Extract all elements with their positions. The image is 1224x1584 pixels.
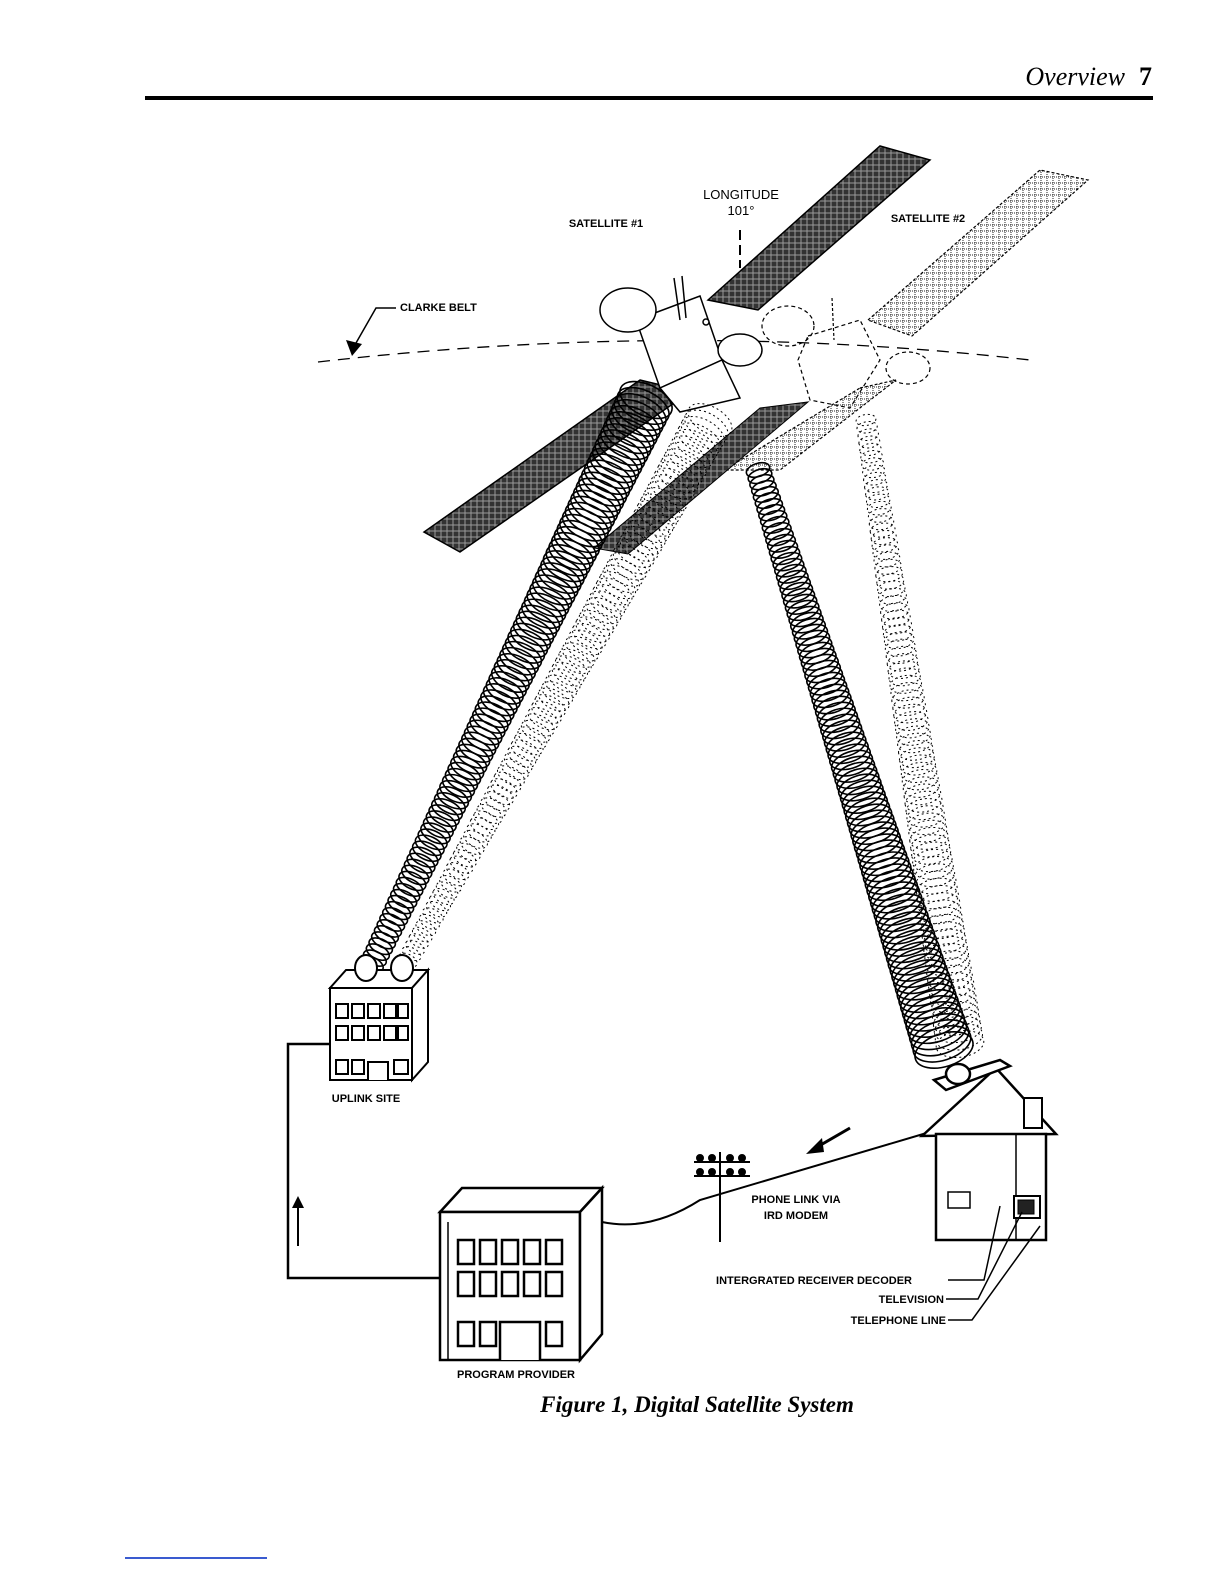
beam-coil [413, 918, 438, 939]
clarke-belt-label: CLARKE BELT [400, 302, 477, 314]
beam-coil [856, 420, 878, 434]
beam-coil [897, 738, 934, 762]
satellite-2-label: SATELLITE #2 [891, 213, 965, 225]
beam-coil [867, 507, 893, 524]
beam-coil [481, 788, 513, 815]
beam-coil [858, 435, 880, 450]
beam-coil [903, 782, 942, 807]
house [922, 1060, 1056, 1240]
beam-coil [545, 664, 584, 697]
satellite-1-label: SATELLITE #1 [569, 218, 643, 230]
beam-down-2 [855, 413, 985, 1061]
beam-coil [892, 702, 928, 725]
beam-coil [910, 839, 952, 866]
beam-coil [905, 803, 945, 829]
uplink-site-label: UPLINK SITE [332, 1093, 400, 1105]
beam-coil [907, 818, 948, 845]
beam-coil [437, 872, 464, 895]
beam-coil [914, 868, 958, 896]
beam-coil [876, 572, 905, 591]
beam-coil [907, 1013, 973, 1062]
television-label: TELEVISION [879, 1294, 944, 1306]
telephone-line-label: TELEPHONE LINE [851, 1315, 946, 1327]
beam-coil [895, 724, 932, 748]
beam-coil [565, 625, 607, 660]
beam-coil [909, 832, 951, 859]
longitude-label: LONGITUDE [703, 187, 779, 202]
beam-coil [568, 618, 610, 654]
beam-coil [538, 677, 577, 710]
beam-coil [427, 892, 453, 914]
beam-coil [855, 413, 876, 427]
beam-coil [484, 781, 517, 809]
beam-coil [548, 657, 588, 691]
phone-link-label-line-2: IRD MODEM [764, 1210, 828, 1222]
beam-coil [912, 854, 955, 882]
beam-coil [906, 811, 947, 837]
beam-coil [407, 931, 431, 951]
beam-coil [857, 428, 879, 442]
beam-coil [430, 885, 456, 907]
beam-coil [901, 767, 940, 792]
beam-coil [424, 898, 450, 920]
beam-coil [908, 825, 950, 852]
phone-link-label-line-1: PHONE LINK VIA [751, 1194, 840, 1206]
beam-coil [558, 638, 599, 673]
beam-coil [896, 731, 933, 755]
beam-coil [508, 735, 543, 765]
beam-coil [894, 717, 930, 740]
figure-caption: Figure 1, Digital Satellite System [0, 1392, 1224, 1418]
beam-coil [561, 631, 602, 666]
beam-coil [898, 745, 936, 769]
uplink-building [330, 955, 428, 1080]
beam-coil [904, 789, 944, 815]
footer-underline [125, 1557, 267, 1559]
longitude-value: 101° [728, 203, 755, 218]
beam-coil [420, 905, 446, 927]
beam-coil [434, 879, 461, 902]
beam-coil [913, 861, 956, 889]
beam-coil [541, 670, 580, 703]
beam-coil [869, 521, 896, 538]
beam-coil [900, 760, 938, 785]
beam-coil [535, 683, 573, 715]
beam-coil [859, 442, 882, 457]
beam-coil [551, 651, 591, 685]
beam-coil [403, 937, 427, 957]
beam-coil [865, 485, 890, 501]
beam-coil [902, 774, 941, 799]
beam-coil [410, 924, 434, 945]
beam-coil [893, 709, 929, 732]
beam-coil [575, 605, 618, 641]
beam-coil [891, 688, 926, 710]
beam-coil [417, 911, 442, 932]
beam-coil [892, 695, 927, 718]
beam-coil [477, 794, 509, 821]
beam-coil [911, 847, 954, 875]
beam-coil [555, 644, 595, 678]
beam-coil [866, 500, 892, 517]
program-provider-label: PROGRAM PROVIDER [457, 1369, 575, 1381]
program-provider-building [440, 1188, 602, 1360]
ird-label: INTERGRATED RECEIVER DECODER [716, 1275, 912, 1287]
beam-coil [905, 796, 945, 822]
utility-pole [694, 1152, 750, 1242]
beam-coil [487, 775, 520, 803]
beam-coil [866, 493, 891, 509]
beam-uplink-1 [358, 374, 678, 975]
beam-coil [572, 612, 614, 648]
beam-coil [899, 753, 937, 778]
